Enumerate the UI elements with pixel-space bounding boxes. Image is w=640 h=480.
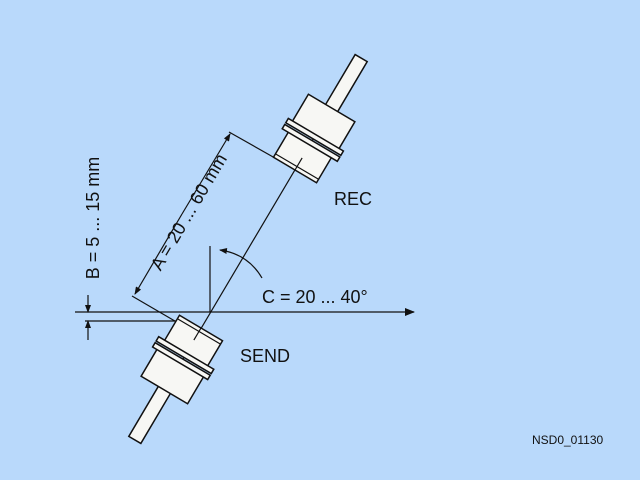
receiver-label: REC: [334, 189, 372, 209]
sender-sensor: [106, 310, 230, 457]
offset-b-label: B = 5 ... 15 mm: [83, 157, 103, 280]
angle-c-dimension: C = 20 ... 40°: [209, 246, 368, 312]
angle-c-label: C = 20 ... 40°: [262, 287, 368, 307]
drawing-id: NSD0_01130: [532, 433, 603, 447]
distance-a-label: A = 20 ... 60 mm: [147, 150, 231, 273]
distance-a-dimension: A = 20 ... 60 mm: [131, 131, 283, 325]
sender-label: SEND: [240, 346, 290, 366]
receiver-sensor: [266, 41, 390, 188]
offset-b-dimension: B = 5 ... 15 mm: [83, 157, 103, 340]
